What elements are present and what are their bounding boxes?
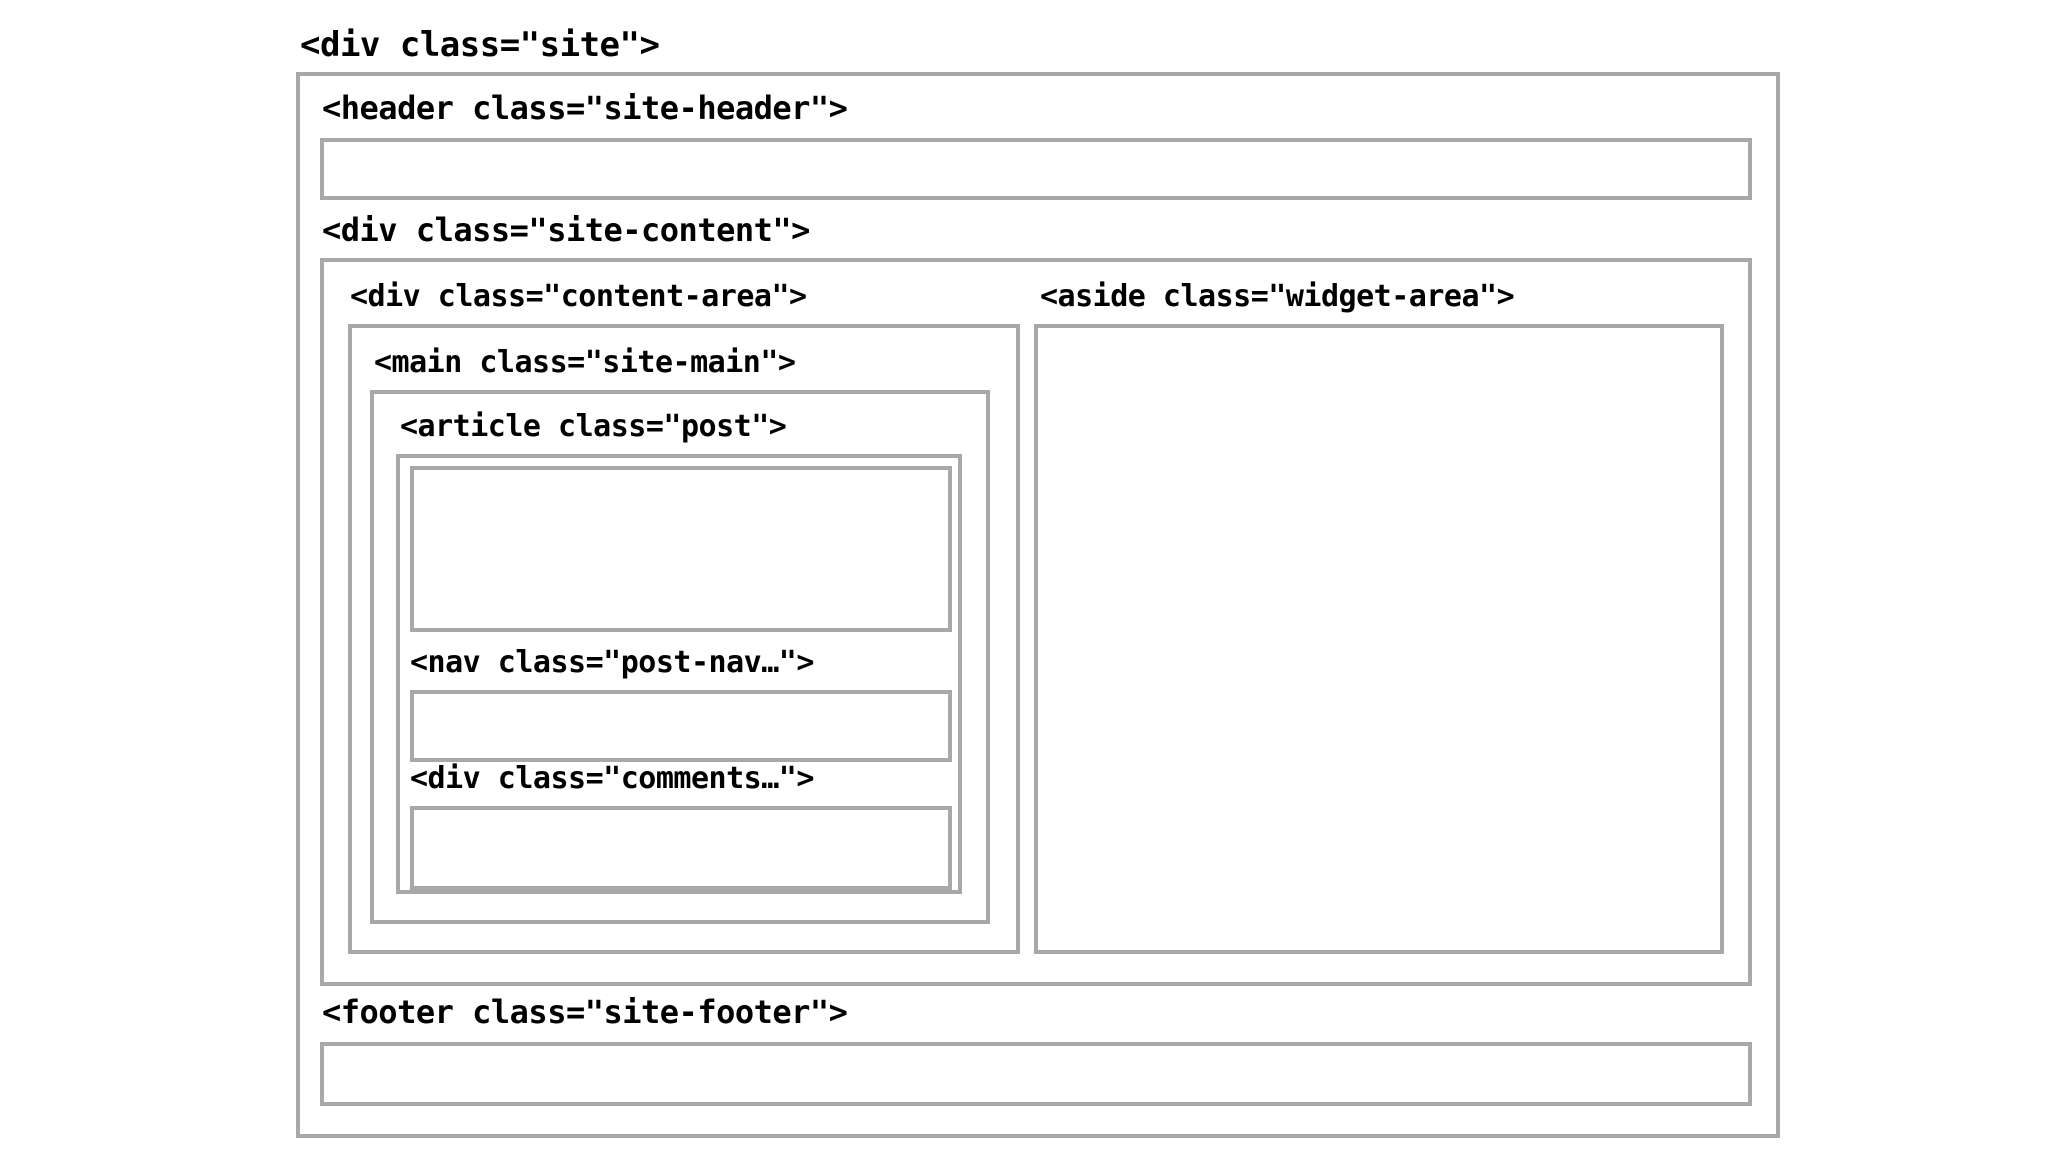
label-article-post: <article class="post"> [400,409,787,444]
label-widget-area: <aside class="widget-area"> [1040,279,1515,314]
slot-widget-area-content [1034,324,1724,954]
slot-comments-content [410,806,952,890]
label-site-main: <main class="site-main"> [374,345,796,380]
label-site-content: <div class="site-content"> [322,211,810,249]
slot-site-footer-content [320,1042,1752,1106]
label-content-area: <div class="content-area"> [350,279,807,314]
label-post-nav: <nav class="post-nav…"> [410,645,814,680]
label-comments: <div class="comments…"> [410,761,814,796]
slot-post-content [410,466,952,632]
label-site-footer: <footer class="site-footer"> [322,993,848,1031]
slot-site-header-content [320,138,1752,200]
slot-post-nav-content [410,690,952,762]
label-site: <div class="site"> [300,25,660,65]
label-site-header: <header class="site-header"> [322,89,848,127]
